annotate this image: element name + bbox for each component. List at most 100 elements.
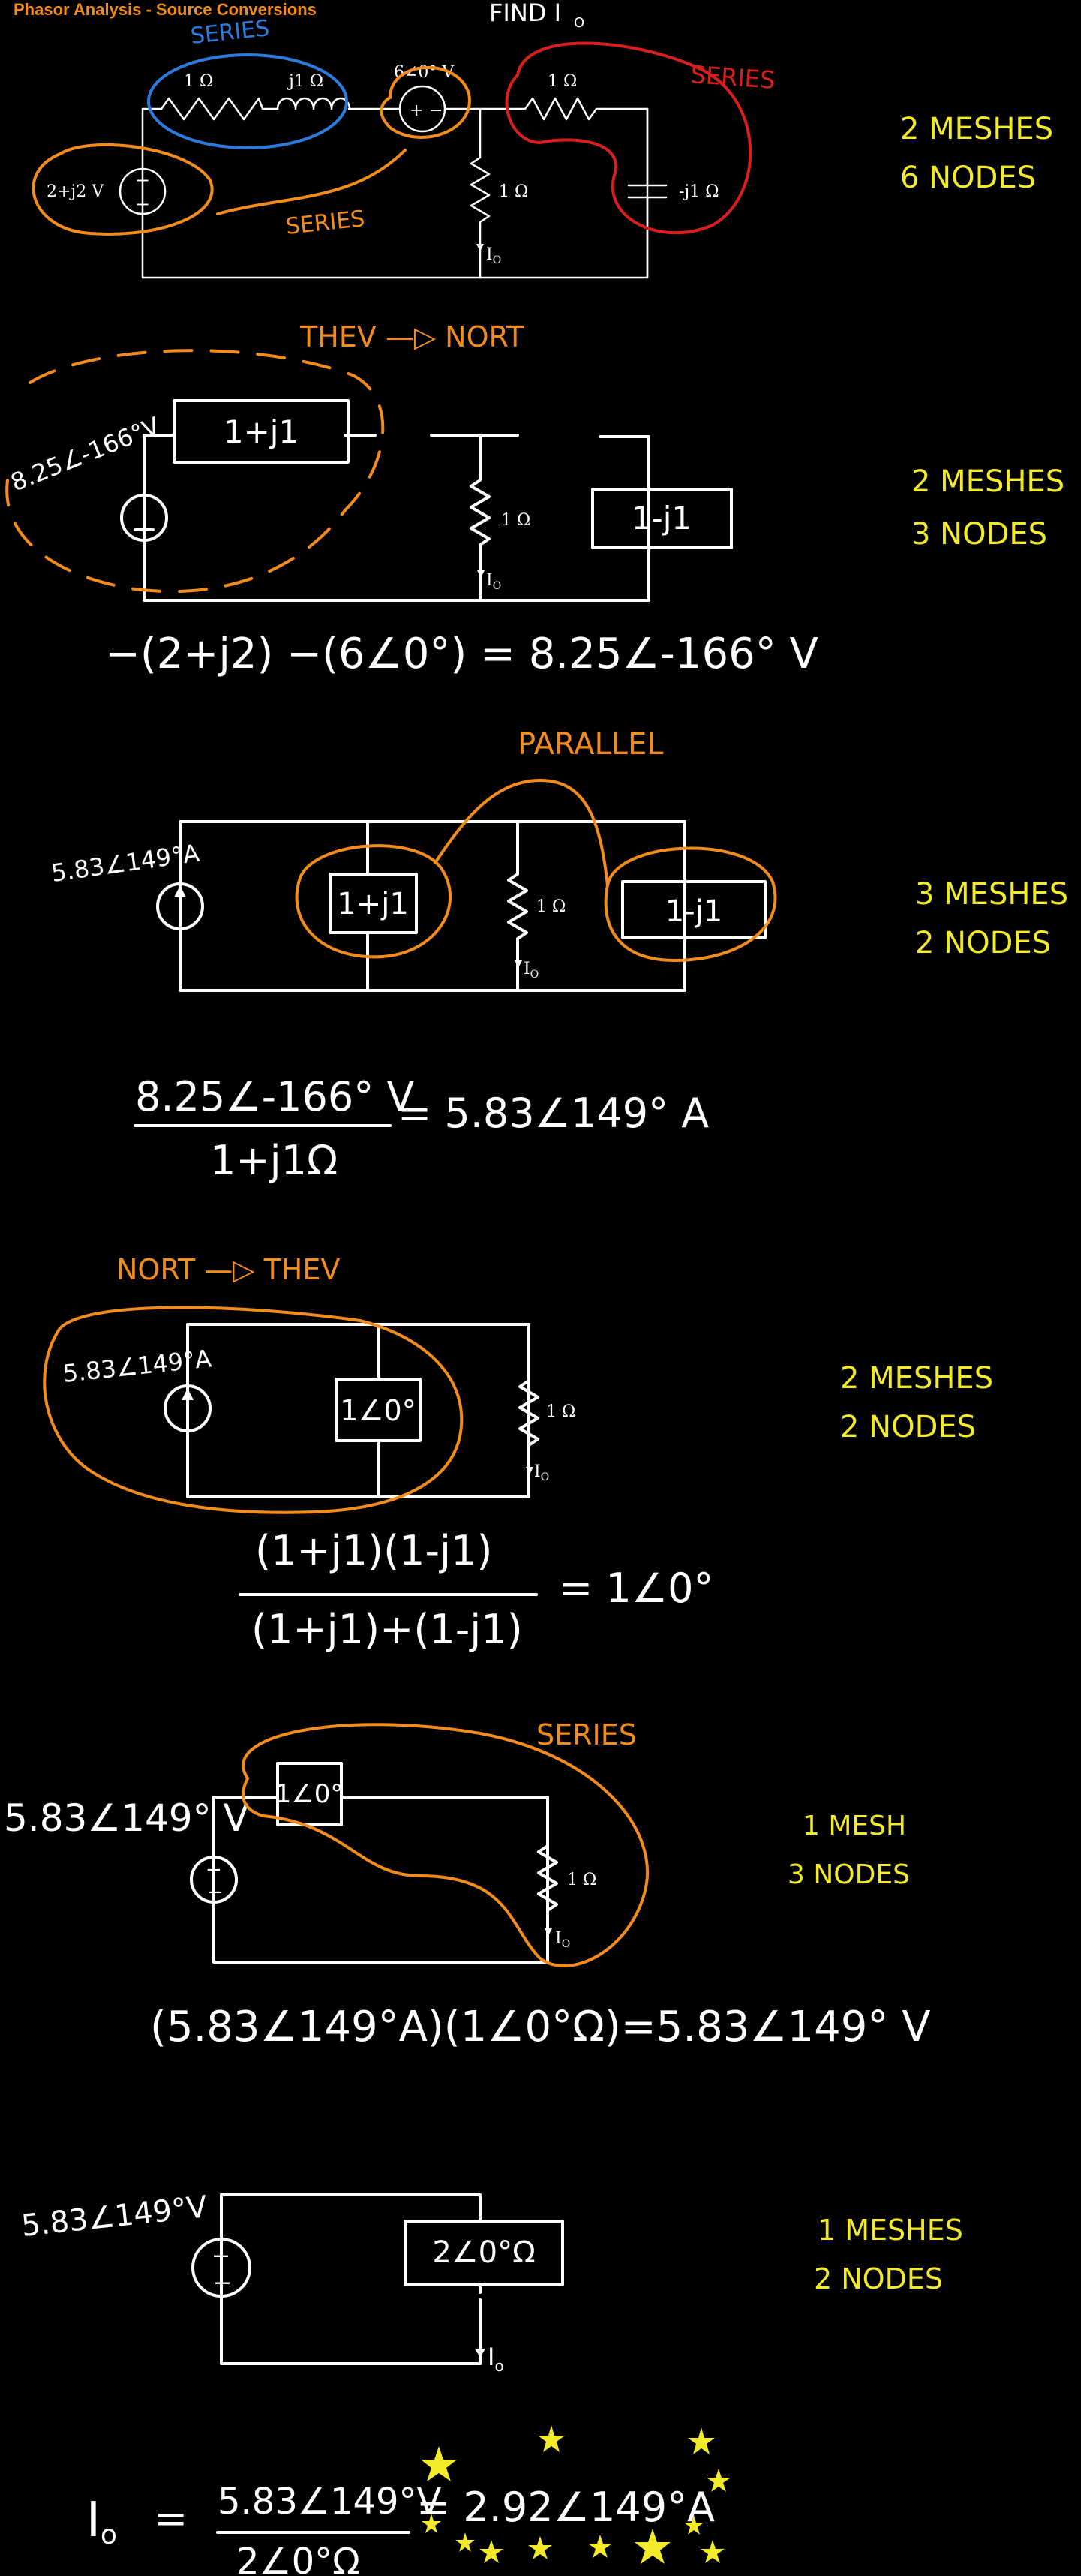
step2-src-value: 8.25∠-166°V: [7, 411, 164, 497]
step1-series-red: SERIES: [689, 60, 776, 95]
step2-nodes: 3 NODES: [911, 517, 1047, 552]
step4-meshes: 2 MESHES: [840, 1361, 993, 1396]
svg-text:−: −: [207, 1881, 224, 1904]
page-title: Phasor Analysis - Source Conversions: [14, 0, 317, 19]
step4-box: [335, 1378, 422, 1442]
step6-circuit: 2∠0°Ω + − Io 5.83∠149°V Io = 5.83∠149°V …: [20, 2190, 963, 2576]
step5-wire-frame: [212, 1796, 549, 1964]
step6-io-label: Io: [488, 2343, 504, 2375]
step1-voltage-source-top: [398, 85, 446, 133]
step3-nodes: 2 NODES: [915, 926, 1051, 960]
step1-r1-label: 1 Ω: [184, 72, 213, 91]
step1-red-loop: [505, 41, 752, 235]
step1-series-orange: SERIES: [284, 206, 366, 240]
step2-orange-loop: [5, 349, 385, 594]
step1-circuit: + − − + 1 Ω j1 Ω 6∠0° V 1 Ω 2+j2 V 1 Ω -…: [32, 15, 1053, 279]
step3-box-2-label: 1-j1: [665, 894, 722, 929]
result-stars: [421, 2425, 731, 2564]
step2-io-label: IO: [486, 571, 501, 592]
step1-io-arrow: [476, 244, 484, 251]
step3-heading: PARALLEL: [518, 727, 664, 762]
step3-eq-den: 1+j1Ω: [210, 1137, 338, 1184]
step2-equation: −(2+j2) −(6∠0°) = 8.25∠-166° V: [105, 630, 818, 678]
step4-src-value: 5.83∠149°A: [62, 1344, 213, 1388]
step1-rmid-label: 1 Ω: [499, 182, 528, 201]
step2-box-2-label: 1-j1: [632, 500, 692, 537]
svg-text:−: −: [213, 2270, 232, 2296]
step5-resistor: [537, 1796, 558, 1964]
step6-eq-num: 5.83∠149°V: [218, 2481, 442, 2523]
step3-meshes: 3 MESHES: [915, 877, 1068, 912]
step6-box: [404, 2220, 564, 2286]
step3-resistor-mid: [507, 820, 528, 992]
step6-nodes: 2 NODES: [814, 2262, 943, 2295]
step3-wire-frame: [179, 820, 686, 992]
step5-orange-loop: [242, 1723, 650, 1967]
step1-orange-loop-left: [32, 143, 214, 236]
find-io-label: FIND I O: [489, 0, 584, 31]
step3-orange-loop-1: [295, 844, 452, 959]
step3-box-2: [621, 880, 767, 939]
step1-series-blue: SERIES: [189, 15, 271, 50]
step1-cap-label: -j1 Ω: [679, 182, 719, 201]
step1-inductor: [276, 97, 351, 110]
step4-rmid-label: 1 Ω: [546, 1402, 575, 1421]
step2-box-2: [591, 488, 733, 549]
step4-current-source: [164, 1384, 212, 1432]
step1-io-label: IO: [486, 245, 501, 266]
step5-box-label: 1∠0°: [275, 1779, 344, 1809]
step6-src-value: 5.83∠149°V: [20, 2190, 209, 2244]
step1-orange-loop-src: [380, 66, 471, 139]
step4-circuit: NORT —▷ THEV 1∠0° 1 Ω IO 5.83∠149°A (1+j…: [43, 1253, 993, 1653]
step5-meshes: 1 MESH: [803, 1811, 906, 1841]
step2-heading: THEV —▷ NORT: [299, 320, 524, 353]
step2-meshes: 2 MESHES: [911, 464, 1064, 499]
step5-equation: (5.83∠149°A)(1∠0°Ω)=5.83∠149° V: [150, 2003, 931, 2051]
step5-src-value: 5.83∠149° V: [4, 1796, 249, 1840]
step3-circuit: PARALLEL 1+j1 1 Ω IO 1-j1 5.83∠149°A 8.2…: [50, 727, 1068, 1184]
svg-text:+: +: [206, 1859, 222, 1881]
svg-text:+: +: [212, 2243, 230, 2269]
svg-text:−: −: [429, 101, 443, 120]
find-label: FIND I: [489, 0, 561, 27]
step3-box-1-label: 1+j1: [337, 887, 409, 921]
step1-capacitor: [627, 107, 668, 279]
step3-rmid-label: 1 Ω: [536, 897, 566, 916]
svg-text:+: +: [410, 101, 423, 120]
step4-nodes: 2 NODES: [840, 1410, 976, 1444]
step2-rmid-label: 1 Ω: [501, 511, 530, 530]
step2-wire-frame: [143, 434, 650, 602]
step6-eq-result: = 2.92∠149°A: [416, 2484, 715, 2531]
step1-meshes: 2 MESHES: [900, 112, 1053, 146]
step4-eq-result: = 1∠0°: [559, 1565, 714, 1612]
svg-text:+: +: [135, 194, 150, 215]
step5-io-label: IO: [555, 1929, 570, 1950]
step1-resistor-1: [160, 97, 264, 121]
step1-left-src-label: 2+j2 V: [47, 182, 104, 201]
step3-src-value: 5.83∠149°A: [50, 839, 201, 888]
step4-io-label: IO: [534, 1462, 549, 1483]
step4-box-label: 1∠0°: [340, 1394, 416, 1427]
step1-blue-loop: [147, 53, 348, 149]
step2-box-1: [173, 399, 350, 464]
step4-eq-den: (1+j1)+(1-j1): [251, 1606, 523, 1653]
step1-voltage-source-left: [119, 167, 167, 215]
step4-orange-loop: [43, 1306, 464, 1514]
step6-voltage-source: [191, 2238, 251, 2298]
step2-source: [120, 494, 168, 542]
step5-circuit: SERIES 1∠0° + − 1 Ω IO 5.83∠149° V (5.83…: [4, 1718, 931, 2051]
step6-box-label: 2∠0°Ω: [432, 2235, 535, 2270]
step2-box-1-label: 1+j1: [224, 413, 299, 450]
step6-eq-lhs: Io: [86, 2493, 117, 2550]
step3-eq-num: 8.25∠-166° V: [135, 1073, 414, 1120]
step6-meshes: 1 MESHES: [818, 2214, 963, 2247]
step5-rmid-label: 1 Ω: [567, 1871, 596, 1889]
step1-vsrc-label: 6∠0° V: [394, 63, 455, 82]
step3-orange-link: [434, 779, 609, 887]
step1-orange-link: [216, 149, 407, 215]
step6-eq-equals: =: [154, 2495, 188, 2542]
step5-voltage-source: [190, 1856, 238, 1904]
step1-resistor-2: [524, 97, 602, 121]
step3-current-source: [156, 882, 204, 930]
